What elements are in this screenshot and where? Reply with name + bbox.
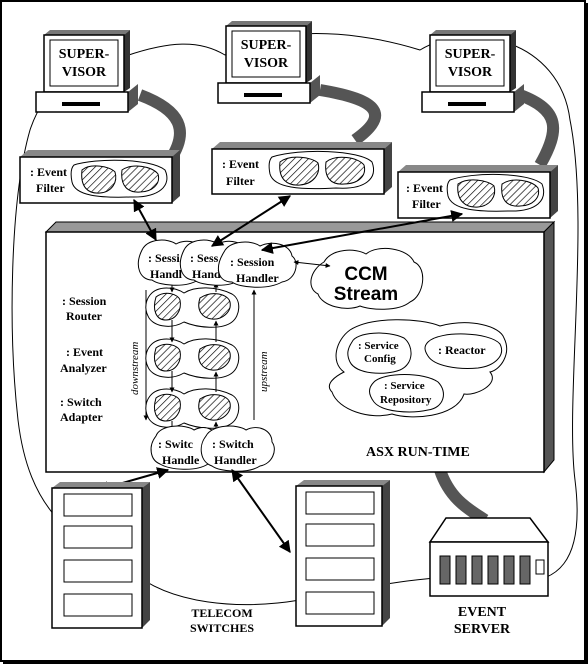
event-filter-1-line2: Filter [36,181,65,195]
ccm-stream-line1: CCM [344,264,387,285]
module-event-analyzer-line1: : Event [66,345,103,359]
service-cloud: : Service Config : Reactor : Service Rep… [328,319,508,418]
telecom-switch-2 [295,480,390,627]
supervisor-1-line1: SUPER- [59,47,110,62]
module-stack [145,282,240,435]
ccm-stream-cloud: CCM Stream [310,247,424,310]
event-filter-2: : Event Filter [211,142,392,195]
supervisor-2-line2: VISOR [244,56,289,71]
telecom-label-line1: TELECOM [191,606,252,620]
event-server-label-line1: EVENT [458,605,507,620]
supervisor-3-line1: SUPER- [445,47,496,62]
supervisor-1-line2: VISOR [62,65,107,80]
event-server [428,517,550,597]
event-filter-3-line2: Filter [412,197,441,211]
cable-event-server [434,467,489,525]
switch-handler-1-line1: : Switc [158,437,194,451]
cable-2 [319,84,381,145]
event-server-label-line2: SERVER [454,622,511,637]
cable-3 [517,89,559,168]
supervisor-3-line2: VISOR [448,65,493,80]
switch-handler-2: : Switch Handler [200,425,275,472]
supervisor-3: SUPER- VISOR [421,30,524,113]
module-session-router-line2: Router [66,309,103,323]
module-event-analyzer-line2: Analyzer [60,361,107,375]
session-handler-2-line2: Hand [192,267,221,281]
event-filter-1-line1: : Event [30,165,67,179]
service-repository-line1: : Service [384,380,425,392]
upstream-label: upstream [258,351,270,392]
supervisor-1: SUPER- VISOR [35,30,138,113]
switch-handler-2-line2: Handler [214,453,257,467]
session-handler-3-line1: : Session [230,255,275,269]
module-session-router-line1: : Session [62,294,107,308]
supervisor-2-line1: SUPER- [241,38,292,53]
telecom-label-line2: SWITCHES [190,621,254,635]
reactor-label: : Reactor [438,343,486,357]
switch-handler-2-line1: : Switch [212,437,254,451]
event-filter-2-line2: Filter [226,174,255,188]
connection-arrows [96,195,464,553]
event-filter-3: : Event Filter [397,165,558,219]
downstream-label: downstream [129,342,141,395]
session-handler-3-line2: Handler [236,271,279,285]
telecom-switch-1 [51,482,150,629]
event-filter-1: : Event Filter [19,150,180,204]
session-handler-1-line1: : Sessi [148,251,180,265]
service-config-line2: Config [364,353,396,365]
service-repository-line2: Repository [380,394,432,406]
asx-runtime-label: ASX RUN-TIME [366,445,470,460]
session-handler-1-line2: Handl [150,267,183,281]
service-config-line1: : Service [358,340,399,352]
session-handler-2-line1: : Sess [190,251,219,265]
module-switch-adapter-line1: : Switch [60,395,102,409]
session-handler-3: : Session Handler [217,241,297,288]
switch-handler-1-line2: Handle [162,453,200,467]
event-filter-3-line1: : Event [406,181,443,195]
ccm-stream-line2: Stream [334,284,398,305]
event-filter-2-line1: : Event [222,157,259,171]
module-switch-adapter-line2: Adapter [60,410,103,424]
supervisor-2: SUPER- VISOR [217,21,320,104]
